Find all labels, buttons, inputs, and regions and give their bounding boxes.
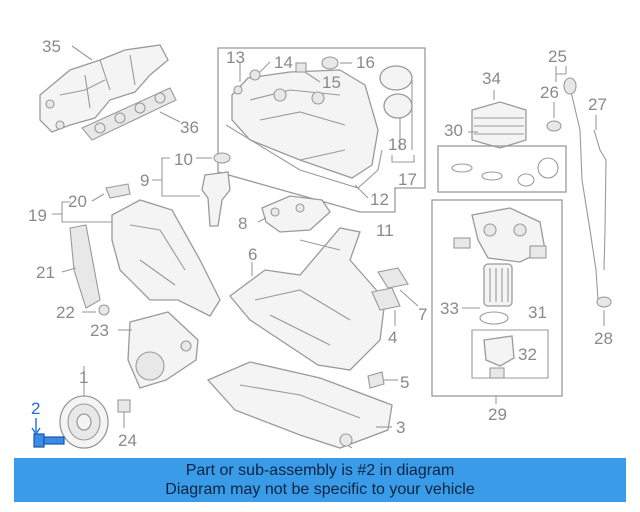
oil-pan-lower-part [206, 361, 393, 449]
callout-25: 25 [548, 47, 567, 66]
callout-7: 7 [418, 305, 427, 324]
callout-31: 31 [528, 303, 547, 322]
callout-20: 20 [68, 192, 87, 211]
callout-11: 11 [376, 221, 394, 240]
banner-line-part-number: Part or sub-assembly is #2 in diagram [185, 462, 455, 479]
callout-10: 10 [174, 150, 193, 169]
gasket-group-box [437, 145, 567, 193]
callout-30: 30 [444, 121, 463, 140]
oil-filter-part [483, 263, 513, 307]
crank-pulley-part [59, 395, 109, 449]
callout-5: 5 [400, 373, 409, 392]
intake-manifold-part [39, 44, 169, 133]
info-banner: Part or sub-assembly is #2 in diagram Di… [14, 458, 626, 502]
callout-32: 32 [518, 345, 537, 364]
oil-cooler-part [471, 101, 527, 149]
callout-24: 24 [118, 431, 137, 450]
banner-line-disclaimer: Diagram may not be specific to your vehi… [165, 481, 475, 498]
oil-pan-upper-part [229, 227, 386, 371]
callout-8: 8 [238, 214, 247, 233]
callout-15: 15 [322, 73, 341, 92]
dipstick-part [563, 77, 607, 301]
callout-19: 19 [28, 206, 47, 225]
filter-cap-part [483, 335, 515, 379]
callout-3: 3 [396, 418, 405, 437]
valve-cover-group-box [217, 47, 426, 213]
callout-23: 23 [90, 321, 109, 340]
callout-36: 36 [180, 118, 199, 137]
valve-cover-part [231, 69, 379, 179]
callout-14: 14 [274, 53, 293, 72]
callout-33: 33 [440, 299, 459, 318]
callout-12: 12 [370, 190, 389, 209]
callout-1: 1 [79, 368, 88, 387]
bracket-8-part [261, 195, 331, 233]
callout-27: 27 [588, 95, 607, 114]
callout-9: 9 [140, 171, 149, 190]
callout-28: 28 [594, 329, 613, 348]
callout-34: 34 [482, 69, 501, 88]
sensor-part [201, 171, 231, 227]
timing-cover-part [111, 199, 221, 317]
callout-2: 2 [31, 399, 40, 418]
callout-35: 35 [42, 37, 61, 56]
callout-26: 26 [540, 83, 559, 102]
filter-housing-part [471, 207, 546, 263]
callout-13: 13 [226, 48, 245, 67]
lower-cover-part [127, 311, 199, 389]
callout-22: 22 [56, 303, 75, 322]
callout-18: 18 [388, 135, 407, 154]
callout-16: 16 [356, 53, 375, 72]
callout-6: 6 [248, 245, 257, 264]
parts-diagram: 35 36 13 14 15 16 18 17 12 11 10 9 [28, 37, 613, 450]
callout-29: 29 [488, 405, 507, 424]
callout-4: 4 [388, 328, 397, 347]
crank-bolt-part [33, 433, 65, 448]
filter-housing-group-box [431, 199, 563, 397]
callout-21: 21 [36, 263, 55, 282]
callout-17: 17 [398, 170, 417, 189]
intake-gasket-part [81, 87, 177, 141]
